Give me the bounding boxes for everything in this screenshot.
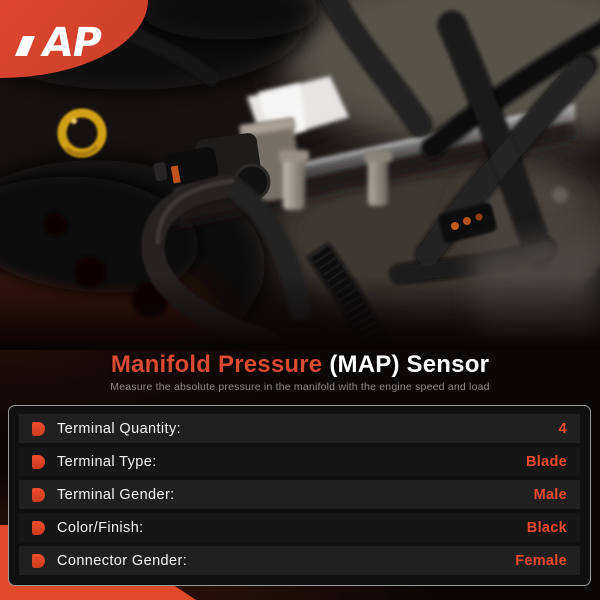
logo-letters: AP bbox=[38, 19, 104, 66]
spec-value: Female bbox=[515, 552, 567, 569]
photo-bottom-fade bbox=[0, 275, 600, 350]
page-subtitle: Measure the absolute pressure in the man… bbox=[110, 381, 490, 393]
bullet-icon bbox=[32, 553, 45, 568]
injector-connector-detail bbox=[438, 202, 497, 243]
title-highlight: Manifold Pressure bbox=[110, 351, 323, 378]
sensor-connector bbox=[153, 147, 219, 186]
bullet-icon bbox=[32, 487, 45, 502]
spec-label: Color/Finish: bbox=[57, 519, 144, 536]
engine-bay-photo bbox=[0, 0, 600, 350]
spec-value: Male bbox=[533, 486, 567, 503]
spec-row-terminal-gender: Terminal Gender: Male bbox=[19, 480, 580, 509]
engine-photo-art bbox=[0, 0, 600, 350]
spec-label: Terminal Type: bbox=[57, 453, 157, 470]
rail-bolts bbox=[279, 150, 392, 210]
brand-logo-mark: AP bbox=[15, 19, 105, 66]
title-rest: (MAP) Sensor bbox=[329, 351, 490, 378]
bullet-icon bbox=[32, 520, 45, 535]
oil-dipstick-ring bbox=[57, 108, 107, 158]
bullet-icon bbox=[32, 454, 45, 469]
bullet-icon bbox=[32, 421, 45, 436]
spec-row-color-finish: Color/Finish: Black bbox=[19, 513, 580, 542]
page-title: Manifold Pressure(MAP) Sensor bbox=[0, 351, 600, 379]
spec-table: Terminal Quantity: 4 Terminal Type: Blad… bbox=[8, 405, 591, 586]
spec-value: Blade bbox=[526, 453, 567, 470]
logo-slash-icon bbox=[15, 36, 35, 56]
spec-value: 4 bbox=[558, 420, 567, 437]
spec-label: Connector Gender: bbox=[57, 552, 188, 569]
spec-label: Terminal Gender: bbox=[57, 486, 175, 503]
spec-row-terminal-quantity: Terminal Quantity: 4 bbox=[19, 414, 580, 443]
spec-row-connector-gender: Connector Gender: Female bbox=[19, 546, 580, 575]
info-section: Manifold Pressure(MAP) Sensor Measure th… bbox=[0, 350, 600, 600]
spec-row-terminal-type: Terminal Type: Blade bbox=[19, 447, 580, 476]
header-block: Manifold Pressure(MAP) Sensor Measure th… bbox=[0, 351, 600, 393]
spec-value: Black bbox=[526, 519, 567, 536]
spec-label: Terminal Quantity: bbox=[57, 420, 182, 437]
